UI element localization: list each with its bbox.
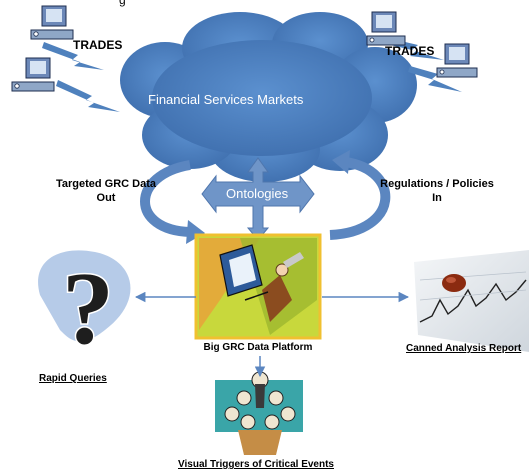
rapid-queries-label: Rapid Queries: [39, 373, 107, 384]
computer-icon-mid-right: [436, 43, 478, 78]
right-flow-label-line2: In: [432, 192, 442, 204]
platform-image: [194, 233, 322, 340]
svg-text:?: ?: [62, 251, 114, 366]
trades-label-right: TRADES: [385, 44, 435, 58]
lightning-bolt-left-lower: [56, 80, 120, 112]
top-clipped-text: g: [119, 0, 126, 7]
visual-triggers-label: Visual Triggers of Critical Events: [178, 459, 334, 470]
left-flow-label: Targeted GRC Data Out: [46, 177, 166, 205]
cloud-label: Financial Services Markets: [148, 92, 304, 107]
left-flow-arrow: [140, 160, 205, 244]
computer-icon-top-left: [30, 5, 74, 40]
trades-label-left: TRADES: [73, 38, 123, 52]
right-flow-label: Regulations / Policies In: [367, 177, 507, 205]
right-flow-arrow: [329, 150, 391, 240]
lightning-bolt-right-lower: [408, 66, 462, 92]
left-flow-label-line2: Out: [96, 192, 116, 204]
platform-label: Big GRC Data Platform: [203, 342, 313, 353]
lightning-bolt-left-upper: [42, 42, 104, 70]
chart-thumbnail-icon: [414, 250, 529, 352]
computer-icon-top-right: [366, 11, 406, 46]
question-mark-icon: ?: [38, 250, 131, 368]
ontologies-label: Ontologies: [226, 186, 289, 201]
crowd-triggers-icon: [215, 371, 303, 455]
computer-icon-mid-left: [11, 57, 55, 92]
left-flow-label-line1: Targeted GRC Data: [55, 178, 157, 190]
financial-markets-cloud: [120, 12, 417, 182]
right-flow-label-line1: Regulations / Policies: [380, 178, 494, 190]
canned-report-label: Canned Analysis Report: [406, 343, 522, 354]
